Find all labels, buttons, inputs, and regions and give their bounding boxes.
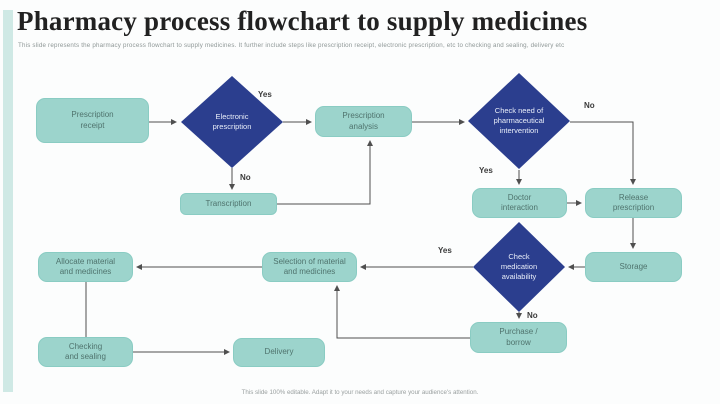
node-label: Electronic prescription xyxy=(212,112,252,131)
branch-label-electronic-no: No xyxy=(240,173,251,182)
edge-transcription-to-analysis xyxy=(277,140,373,205)
node-label: Prescription receipt xyxy=(71,110,114,130)
node-label: Release prescription xyxy=(612,192,655,212)
node-label: Purchase / borrow xyxy=(499,327,538,347)
accent-strip xyxy=(3,10,13,392)
branch-label-checkmed-yes: Yes xyxy=(438,246,452,255)
decision-check-need-pharmaceutical-intervention: Check need of pharmaceutical interventio… xyxy=(468,73,570,169)
branch-label-checkmed-no: No xyxy=(527,311,538,320)
node-allocate-material: Allocate material and medicines xyxy=(38,252,133,282)
node-release-prescription: Release prescription xyxy=(585,188,682,218)
branch-label-electronic-yes: Yes xyxy=(258,90,272,99)
node-label: Delivery xyxy=(264,347,294,357)
node-prescription-analysis: Prescription analysis xyxy=(315,106,412,137)
slide-title: Pharmacy process flowchart to supply med… xyxy=(17,6,588,36)
branch-label-checkneed-no: No xyxy=(584,101,595,110)
node-delivery: Delivery xyxy=(233,338,325,367)
node-label: Checking and sealing xyxy=(65,341,106,361)
node-label: Check need of pharmaceutical interventio… xyxy=(493,106,545,135)
node-checking-and-sealing: Checking and sealing xyxy=(38,337,133,367)
decision-check-medication-availability: Check medication availability xyxy=(473,222,565,312)
slide-footer-note: This slide 100% editable. Adapt it to yo… xyxy=(241,389,479,396)
node-label: Transcription xyxy=(205,198,252,208)
branch-label-checkneed-yes: Yes xyxy=(479,166,493,175)
edge-purchase-to-selection xyxy=(334,285,470,339)
node-doctor-interaction: Doctor interaction xyxy=(472,188,567,218)
node-storage: Storage xyxy=(585,252,682,282)
slide-subtitle: This slide represents the pharmacy proce… xyxy=(18,42,565,49)
node-label: Allocate material and medicines xyxy=(55,256,116,276)
node-label: Selection of material and medicines xyxy=(273,256,346,276)
node-label: Storage xyxy=(619,261,648,271)
node-purchase-borrow: Purchase / borrow xyxy=(470,322,567,353)
node-label: Prescription analysis xyxy=(342,111,385,131)
node-prescription-receipt: Prescription receipt xyxy=(36,98,149,143)
node-label: Check medication availability xyxy=(500,252,538,281)
node-transcription: Transcription xyxy=(180,193,277,215)
edge-checkneed-no-to-release xyxy=(570,121,636,185)
node-label: Doctor interaction xyxy=(501,192,538,212)
node-selection-of-material: Selection of material and medicines xyxy=(262,252,357,282)
